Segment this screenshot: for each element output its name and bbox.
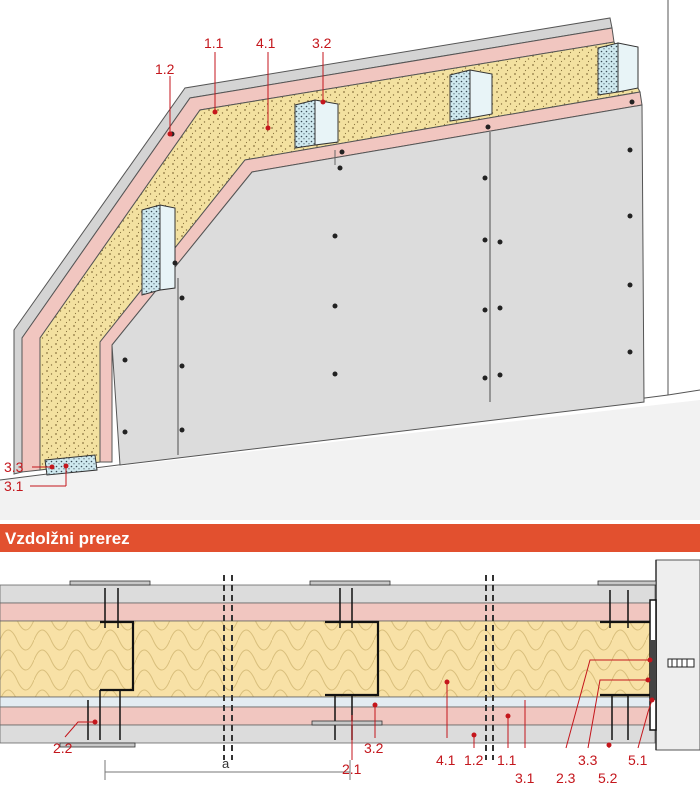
section-label-3-1: 3.1	[515, 770, 535, 786]
stud-profile	[597, 42, 639, 96]
stud-profile	[294, 99, 339, 149]
screws	[87, 588, 629, 740]
front-board-outer	[111, 104, 645, 466]
section-title: Vzdolžni prerez	[5, 529, 130, 548]
label-3-2: 3.2	[312, 35, 332, 51]
label-1-2: 1.2	[155, 61, 175, 77]
dimension-line: a	[104, 756, 351, 780]
leader-lines	[30, 52, 324, 487]
section-label-1-1: 1.1	[497, 752, 517, 768]
screw-dots	[122, 99, 635, 435]
dimension-label-a: a	[222, 756, 230, 771]
perspective-view: 1.2 1.1 4.1 3.2 3.3 3.1	[0, 0, 700, 520]
section-label-3-3: 3.3	[578, 752, 598, 768]
section-label-5-1: 5.1	[628, 752, 648, 768]
section-label-4-1: 4.1	[436, 752, 456, 768]
wall-dowel	[667, 658, 695, 668]
section-label-2-1: 2.1	[342, 761, 362, 777]
section-label-1-2: 1.2	[464, 752, 484, 768]
stud-profile	[449, 69, 493, 122]
break-lines	[223, 575, 494, 760]
section-label-5-2: 5.2	[598, 770, 618, 786]
section-leader-lines	[64, 659, 653, 760]
section-label-3-2: 3.2	[364, 740, 384, 756]
label-1-1: 1.1	[204, 35, 224, 51]
section-banner: Vzdolžni prerez	[0, 524, 700, 552]
label-3-3: 3.3	[4, 459, 24, 475]
c-stud	[100, 620, 135, 692]
label-4-1: 4.1	[256, 35, 276, 51]
mineral-wool	[0, 620, 656, 698]
section-label-2-2: 2.2	[53, 740, 73, 756]
label-3-1: 3.1	[4, 478, 24, 494]
bottom-track	[44, 454, 98, 476]
section-label-2-3: 2.3	[556, 770, 576, 786]
section-view: a 2.2 3.2 2.1 4.1 1.2 1.1 3.	[0, 559, 700, 786]
stud-profile	[141, 204, 176, 296]
